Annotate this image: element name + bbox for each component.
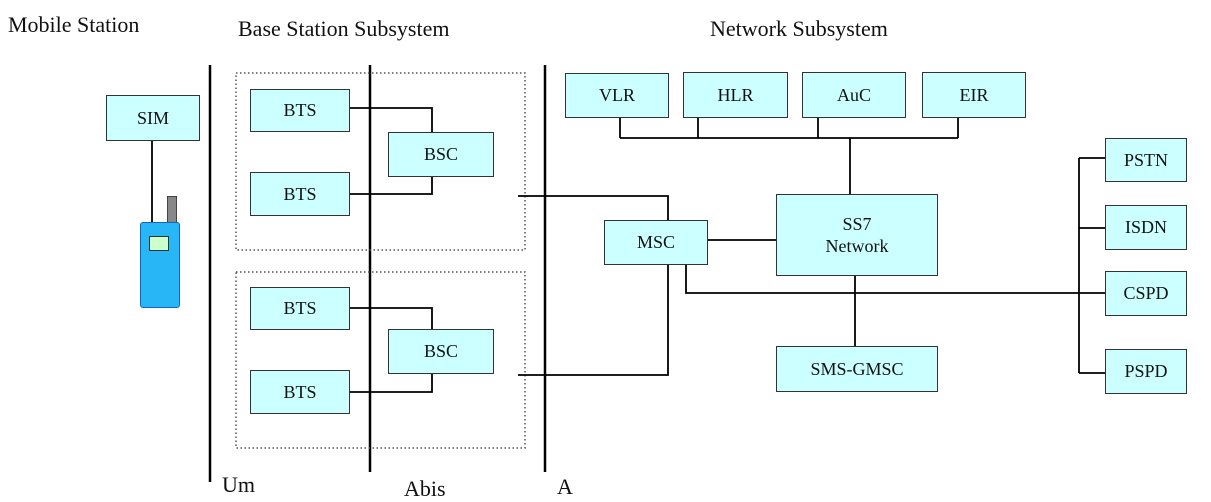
sim-label: SIM [136, 107, 169, 128]
sim-node: SIM [106, 95, 200, 141]
vlr-label: VLR [599, 85, 635, 106]
bss-group-top [235, 72, 526, 251]
pstn-node: PSTN [1105, 138, 1187, 182]
eir-label: EIR [959, 84, 989, 105]
msc-trunk-link [685, 265, 1105, 294]
pspd-label: PSPD [1124, 361, 1168, 382]
interface-label-a: A [557, 474, 573, 499]
eir-node: EIR [922, 72, 1026, 118]
isdn-node: ISDN [1105, 205, 1187, 250]
bts-node-4: BTS [250, 370, 350, 414]
bts1-bsc1-link [350, 107, 433, 132]
msc-label: MSC [636, 232, 676, 253]
interface-label-um: Um [222, 472, 255, 497]
bts2-bsc1-link [350, 177, 433, 195]
bts-node-3: BTS [250, 287, 350, 330]
bsc-label: BSC [423, 144, 459, 165]
msc-node: MSC [604, 220, 708, 265]
bts-label: BTS [283, 100, 317, 121]
bts-label: BTS [283, 381, 317, 402]
bss-group-bottom [235, 271, 526, 449]
ss7-text: SS7 Network [826, 213, 889, 258]
ss7-label-line2: Network [825, 236, 889, 256]
ss7-network-node: SS7 Network [776, 194, 938, 276]
auc-node: AuC [802, 72, 906, 118]
bts-node-2: BTS [250, 172, 350, 216]
bsc1-msc-link [518, 195, 669, 220]
ss7-label-line1: SS7 [842, 213, 872, 234]
hlr-label: HLR [717, 84, 754, 105]
phone-screen [149, 236, 169, 251]
mobile-phone-icon [140, 222, 180, 308]
bts3-bsc2-link [350, 307, 433, 329]
pspd-node: PSPD [1105, 349, 1187, 394]
vlr-node: VLR [565, 73, 669, 118]
cspd-label: CSPD [1123, 283, 1169, 304]
sms-gmsc-label: SMS-GMSC [810, 358, 904, 379]
hlr-node: HLR [683, 72, 788, 118]
pstn-label: PSTN [1123, 149, 1168, 170]
sms-gmsc-node: SMS-GMSC [776, 346, 938, 392]
bsc2-msc-link [518, 265, 669, 376]
header-base-station-subsystem: Base Station Subsystem [238, 16, 450, 41]
auc-label: AuC [836, 84, 871, 105]
bsc-node-2: BSC [388, 329, 494, 374]
header-mobile-station: Mobile Station [8, 12, 140, 37]
interface-label-abis: Abis [404, 476, 446, 501]
bts-label: BTS [283, 183, 317, 204]
bsc-node-1: BSC [388, 132, 494, 177]
bts-label: BTS [283, 298, 317, 319]
header-network-subsystem: Network Subsystem [710, 16, 888, 41]
bts-node-1: BTS [250, 89, 350, 132]
cspd-node: CSPD [1105, 271, 1187, 316]
bts4-bsc2-link [350, 374, 433, 393]
phone-antenna [167, 196, 177, 224]
isdn-label: ISDN [1124, 217, 1167, 238]
bsc-label: BSC [423, 341, 459, 362]
